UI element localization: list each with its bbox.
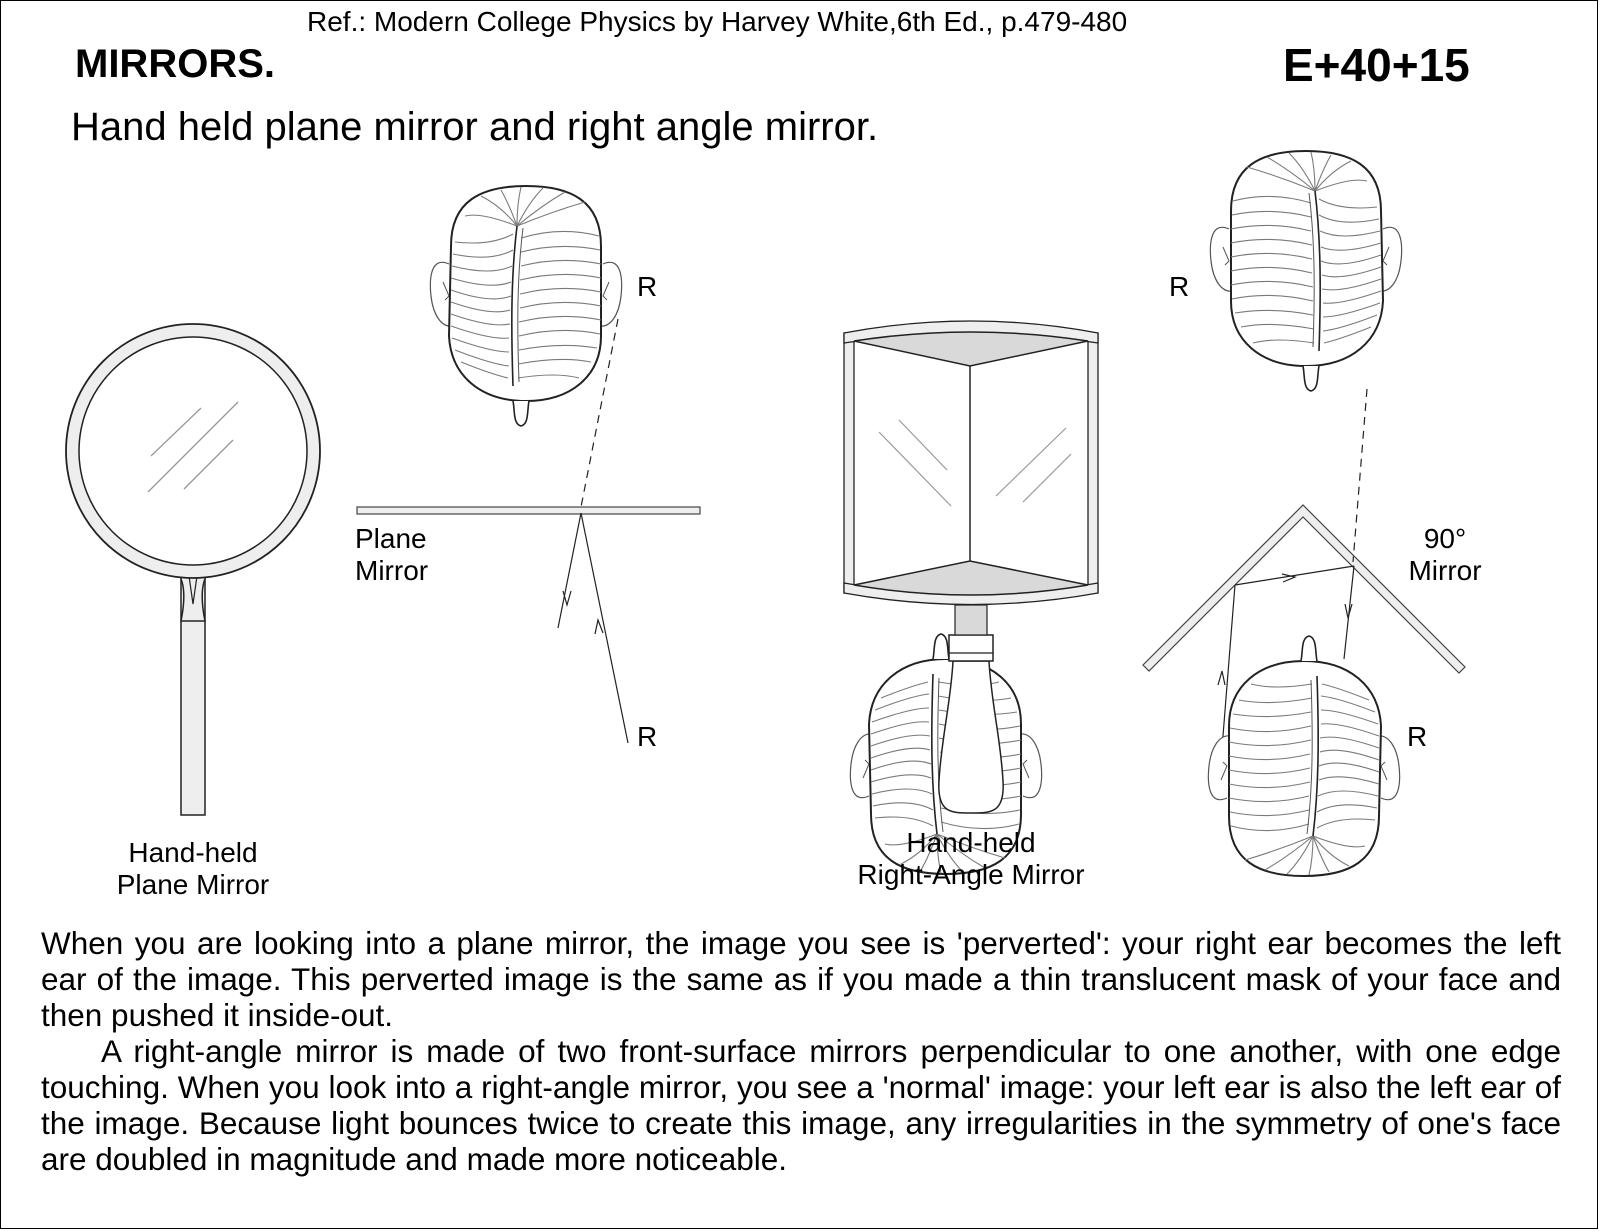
right-ear-label-bottom-right: R <box>1407 721 1428 752</box>
plane-mirror-label: Plane Mirror <box>355 523 429 586</box>
right-angle-mirror-diagram <box>1142 150 1466 877</box>
demo-code: E+40+15 <box>1283 39 1470 91</box>
hand-mirror-icon <box>65 323 321 816</box>
head-top-view-icon <box>429 185 623 427</box>
hand-held-right-angle-mirror-label: Hand-held Right-Angle Mirror <box>857 827 1085 890</box>
paragraph-right-angle-mirror: A right-angle mirror is made of two fron… <box>41 1033 1561 1177</box>
hand-held-plane-mirror-label: Hand-held Plane Mirror <box>116 837 270 900</box>
explanation-text: When you are looking into a plane mirror… <box>41 925 1561 1177</box>
reference-citation: Ref.: Modern College Physics by Harvey W… <box>307 6 1128 37</box>
right-ear-label-top-right: R <box>1169 271 1190 302</box>
paragraph-plane-mirror: When you are looking into a plane mirror… <box>41 925 1561 1033</box>
head-top-view-icon <box>1209 150 1403 392</box>
page-title: MIRRORS. <box>75 42 275 86</box>
right-ear-label-bottom-left: R <box>637 721 658 752</box>
page-subtitle: Hand held plane mirror and right angle m… <box>71 105 879 149</box>
plane-mirror-diagram <box>356 185 1043 875</box>
right-ear-label-top-left: R <box>637 271 658 302</box>
ninety-degree-mirror-label: 90° Mirror <box>1408 523 1482 586</box>
mirrors-illustration <box>65 150 1466 877</box>
head-top-view-icon <box>1207 635 1401 877</box>
right-angle-mirror-icon <box>843 320 1099 814</box>
